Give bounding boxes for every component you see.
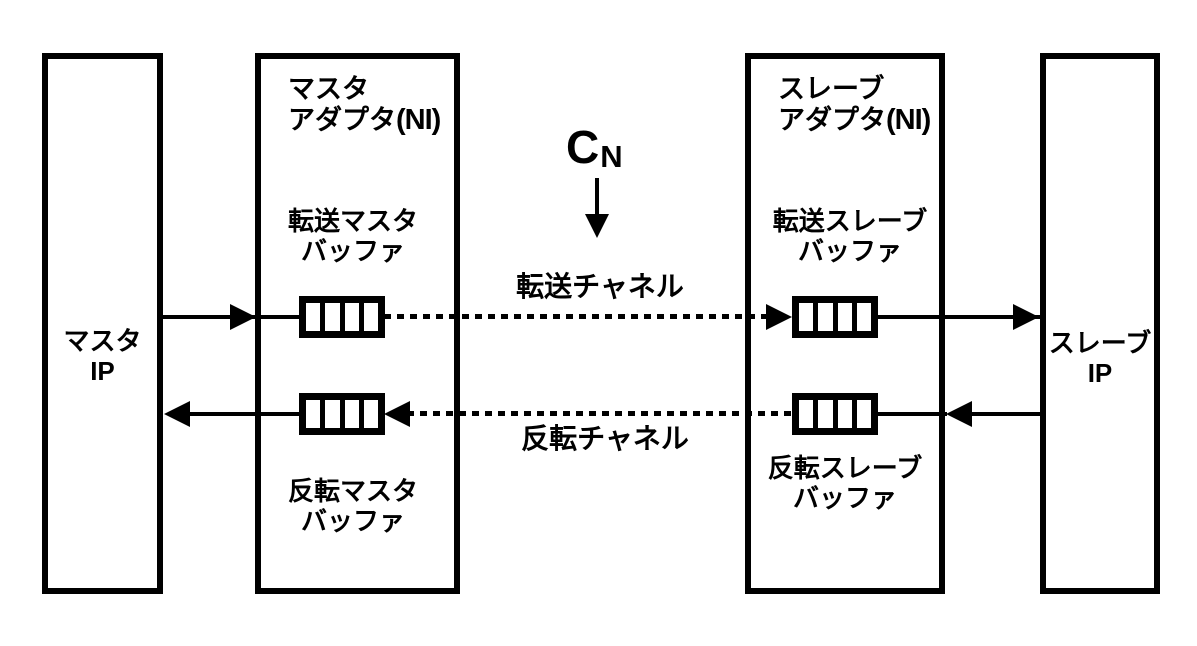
slave-buffer-to-slave-ip-line <box>877 315 1040 319</box>
arrow-right-into-transfer-slave-buffer-icon <box>766 304 792 330</box>
buffer-cell <box>306 303 321 331</box>
buffer-cell <box>856 303 871 331</box>
buffer-cell <box>837 303 852 331</box>
slave-adapter-title-line2: アダプタ(NI) <box>778 104 931 136</box>
cn-pointer-arrow-down-icon <box>585 214 609 238</box>
reverse-channel-dashed-line <box>407 411 792 416</box>
reverse-slave-fifo-buffer-icon <box>792 393 878 435</box>
reverse-slave-buffer-label-line2: バッファ <box>792 483 897 513</box>
network-cn-subscript: N <box>600 139 623 174</box>
slave-adapter-title: スレーブ アダプタ(NI) <box>778 74 931 136</box>
transfer-channel-label: 転送チャネル <box>516 271 684 302</box>
transfer-slave-fifo-buffer-icon <box>792 296 878 338</box>
buffer-cell <box>325 400 340 428</box>
buffer-cell <box>344 400 359 428</box>
slave-adapter-title-line1: スレーブ <box>778 74 885 104</box>
buffer-cell <box>856 400 871 428</box>
arrow-right-into-master-adapter-icon <box>230 304 256 330</box>
master-adapter-title: マスタ アダプタ(NI) <box>288 74 441 136</box>
master-ip-box <box>42 53 163 594</box>
master-ip-label-line2: IP <box>90 356 115 386</box>
master-ip-label-line1: マスタ <box>63 326 142 356</box>
transfer-slave-buffer-label-line1: 転送スレーブ <box>772 206 928 236</box>
buffer-cell <box>344 303 359 331</box>
slave-ip-label: スレーブ IP <box>1040 328 1160 388</box>
reverse-slave-buffer-label-line1: 反転スレーブ <box>767 453 923 483</box>
buffer-cell <box>818 400 833 428</box>
reverse-slave-buffer-label: 反転スレーブ バッファ <box>745 453 945 513</box>
reverse-channel-label: 反転チャネル <box>521 423 689 454</box>
master-adapter-title-line2: アダプタ(NI) <box>288 104 441 136</box>
buffer-cell <box>837 400 852 428</box>
reverse-master-buffer-label-line2: バッファ <box>300 506 405 536</box>
reverse-master-buffer-label: 反転マスタ バッファ <box>253 476 453 536</box>
slave-adapter-internal-reverse-line <box>877 412 947 416</box>
transfer-slave-buffer-label-line2: バッファ <box>797 236 902 266</box>
slave-adapter-ni-suffix: (NI) <box>886 104 931 136</box>
reverse-master-fifo-buffer-icon <box>299 393 385 435</box>
transfer-channel-dashed-line <box>384 314 768 319</box>
cn-pointer-arrow-line <box>595 178 599 218</box>
slave-adapter-title-word: アダプタ <box>778 105 886 135</box>
arrow-left-into-slave-adapter-icon <box>946 401 972 427</box>
transfer-master-buffer-label-line1: 転送マスタ <box>287 206 418 236</box>
buffer-cell <box>799 303 814 331</box>
slave-ip-box <box>1040 53 1160 594</box>
network-cn-main: C <box>566 121 600 173</box>
slave-ip-label-line1: スレーブ <box>1048 328 1152 358</box>
master-adapter-ni-suffix: (NI) <box>396 104 441 136</box>
buffer-cell <box>818 303 833 331</box>
master-adapter-title-word: アダプタ <box>288 105 396 135</box>
buffer-cell <box>799 400 814 428</box>
master-buffer-to-master-ip-line <box>187 412 299 416</box>
network-cn-label: C N <box>566 124 623 172</box>
master-adapter-title-line1: マスタ <box>288 74 369 104</box>
reverse-master-buffer-label-line1: 反転マスタ <box>287 476 418 506</box>
master-ip-label: マスタ IP <box>42 326 163 386</box>
buffer-cell <box>306 400 321 428</box>
transfer-master-buffer-label-line2: バッファ <box>300 236 405 266</box>
slave-ip-to-adapter-line <box>969 412 1040 416</box>
buffer-cell <box>325 303 340 331</box>
transfer-master-buffer-label: 転送マスタ バッファ <box>253 206 453 266</box>
arrow-right-into-slave-ip-icon <box>1013 304 1039 330</box>
slave-ip-label-line2: IP <box>1087 358 1113 388</box>
arrow-left-into-reverse-master-buffer-icon <box>384 401 410 427</box>
buffer-cell <box>363 303 378 331</box>
buffer-cell <box>363 400 378 428</box>
transfer-master-fifo-buffer-icon <box>299 296 385 338</box>
arrow-left-into-master-ip-icon <box>164 401 190 427</box>
transfer-slave-buffer-label: 転送スレーブ バッファ <box>750 206 950 266</box>
